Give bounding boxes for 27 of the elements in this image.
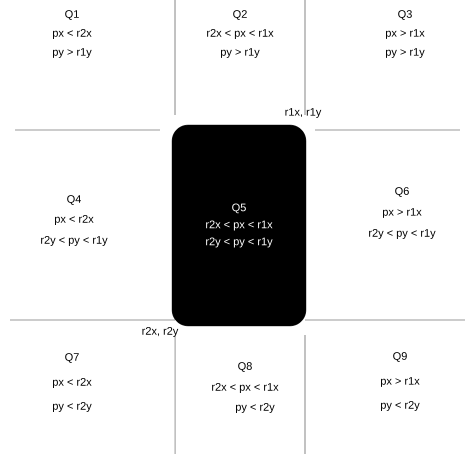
quadrant-name: Q1	[65, 10, 79, 20]
condition-text: px < r2x	[53, 29, 92, 39]
condition-text: r2x < px < r1x	[212, 383, 278, 393]
condition-text: py < r2y	[236, 403, 275, 413]
quadrant-name: Q9	[393, 352, 407, 362]
quadrant-name: Q8	[238, 362, 252, 372]
condition-text: r2x < px < r1x	[207, 29, 274, 39]
condition-text: px < r2x	[53, 378, 92, 388]
condition-text: py > r1y	[53, 48, 92, 58]
condition-text: py > r1y	[386, 48, 425, 58]
quadrant-name: Q4	[67, 195, 82, 205]
condition-text: r2y < py < r1y	[41, 236, 108, 246]
corner-label: r1x, r1y	[285, 108, 322, 118]
condition-text: px < r2x	[55, 215, 94, 225]
condition-text: py > r1y	[221, 48, 260, 58]
quadrant-name: Q6	[395, 187, 409, 197]
corner-label: r2x, r2y	[142, 327, 178, 337]
quadrant-name: Q2	[233, 10, 247, 20]
condition-text: px > r1x	[386, 29, 425, 39]
region-box: Q5 r2x < px < r1x r2y < py < r1y	[172, 124, 306, 326]
condition-text: px > r1x	[383, 208, 422, 218]
quadrant-name: Q3	[398, 10, 412, 20]
condition-text: py < r2y	[381, 401, 420, 411]
condition-text: r2y < py < r1y	[369, 229, 436, 239]
condition-text: py < r2y	[53, 402, 92, 412]
condition-text: px > r1x	[381, 377, 420, 387]
quadrant-name: Q7	[65, 353, 79, 363]
